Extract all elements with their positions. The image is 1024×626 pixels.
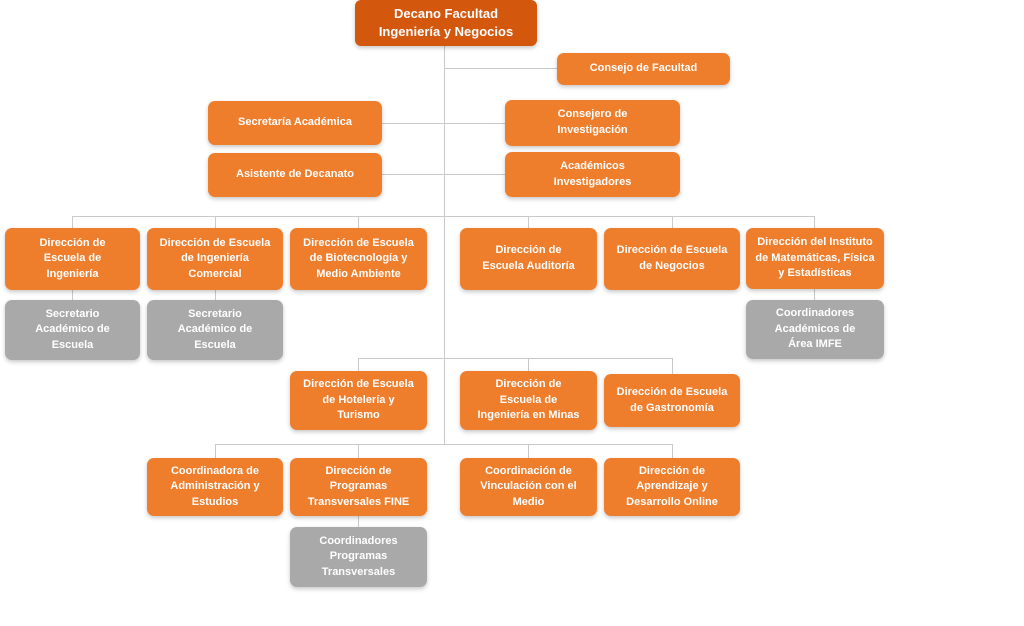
org-node-coordinadores-academicos-imfe: Coordinadores Académicos de Área IMFE <box>746 300 884 359</box>
org-node-coordinadores-programas-transversales: Coordinadores Programas Transversales <box>290 527 427 587</box>
org-node-asistente-decanato: Asistente de Decanato <box>208 153 382 197</box>
connector-line <box>215 290 216 300</box>
connector-line <box>528 444 529 458</box>
org-node-decano: Decano Facultad Ingeniería y Negocios <box>355 0 537 46</box>
org-node-secretario-academico-escuela-1: Secretario Académico de Escuela <box>5 300 140 360</box>
connector-line <box>72 216 73 228</box>
org-node-direccion-programas-fine: Dirección de Programas Transversales FIN… <box>290 458 427 516</box>
org-node-direccion-escuela-mineria: Dirección de Escuela de Ingeniería en Mi… <box>460 371 597 430</box>
org-node-academicos-investigadores: Académicos Investigadores <box>505 152 680 197</box>
org-node-consejero-investigacion: Consejero de Investigación <box>505 100 680 146</box>
connector-line <box>215 216 216 228</box>
org-node-direccion-escuela-auditoria: Dirección de Escuela Auditoría <box>460 228 597 290</box>
connector-line <box>215 444 672 445</box>
connector-line <box>814 289 815 300</box>
org-node-direccion-escuela-ingenieria: Dirección de Escuela de Ingeniería <box>5 228 140 290</box>
connector-line <box>72 216 814 217</box>
connector-line <box>528 358 529 371</box>
org-node-consejo-facultad: Consejo de Facultad <box>557 53 730 85</box>
org-node-direccion-instituto-imfe: Dirección del Instituto de Matemáticas, … <box>746 228 884 289</box>
connector-line <box>358 358 672 359</box>
connector-line <box>444 46 445 445</box>
org-node-direccion-escuela-negocios: Dirección de Escuela de Negocios <box>604 228 740 290</box>
connector-line <box>672 444 673 458</box>
org-node-direccion-aprendizaje-online: Dirección de Aprendizaje y Desarrollo On… <box>604 458 740 516</box>
connector-line <box>358 516 359 527</box>
org-node-direccion-escuela-hoteleria: Dirección de Escuela de Hotelería y Turi… <box>290 371 427 430</box>
org-node-coordinadora-administracion: Coordinadora de Administración y Estudio… <box>147 458 283 516</box>
connector-line <box>72 290 73 300</box>
org-node-secretario-academico-escuela-2: Secretario Académico de Escuela <box>147 300 283 360</box>
connector-line <box>358 216 359 228</box>
org-node-secretaria-academica: Secretaría Académica <box>208 101 382 145</box>
connector-line <box>382 123 505 124</box>
connector-line <box>672 358 673 374</box>
connector-line <box>672 216 673 228</box>
connector-line <box>528 216 529 228</box>
org-node-direccion-escuela-biotecnologia: Dirección de Escuela de Biotecnología y … <box>290 228 427 290</box>
connector-line <box>358 358 359 371</box>
connector-line <box>444 68 557 69</box>
org-node-coordinacion-vinculacion: Coordinación de Vinculación con el Medio <box>460 458 597 516</box>
connector-line <box>215 444 216 458</box>
connector-line <box>382 174 505 175</box>
connector-line <box>814 216 815 228</box>
connector-line <box>358 444 359 458</box>
org-node-direccion-escuela-ingenieria-comercial: Dirección de Escuela de Ingeniería Comer… <box>147 228 283 290</box>
org-node-direccion-escuela-gastronomia: Dirección de Escuela de Gastronomía <box>604 374 740 427</box>
